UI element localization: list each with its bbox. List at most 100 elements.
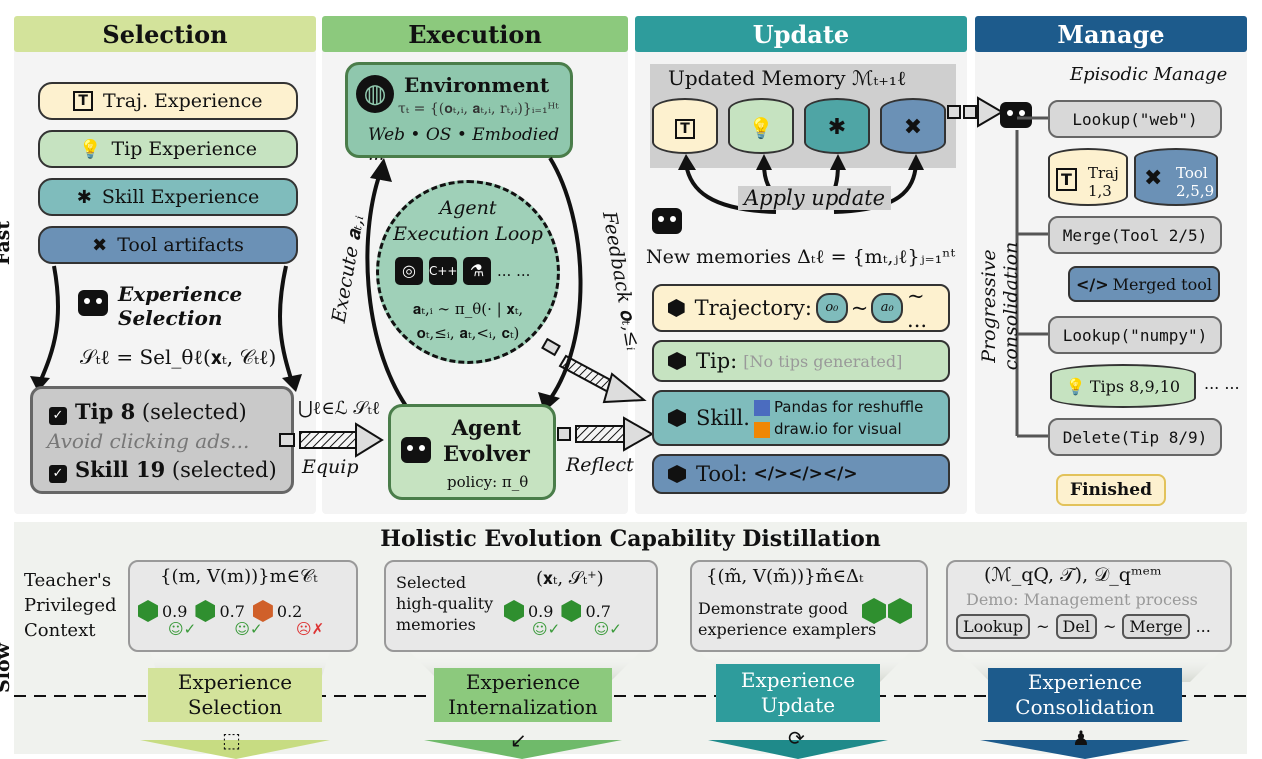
tip-note: [No tips generated] (743, 351, 903, 371)
environment-formula: τₜ = {(𝐨ₜ,ᵢ, 𝐚ₜ,ᵢ, rₜ,ᵢ)}ᵢ₌₁ᴴᵗ (398, 101, 559, 117)
cube-icon (668, 409, 686, 427)
selected-hint: Avoid clicking ads... (47, 429, 250, 453)
cursor-select-icon: ⬚ (222, 728, 241, 752)
op-merge: Merge (1122, 614, 1190, 639)
text-t-icon: T (1056, 168, 1077, 191)
stack-tool-artifacts: ✖ Tool artifacts (38, 226, 298, 264)
selection-formula: 𝒮ₜℓ = Sel_θℓ(𝐱ₜ, 𝒞ₜℓ) (80, 345, 277, 369)
selection-header: Selection (14, 16, 316, 52)
tip-label: Tip: (696, 349, 738, 373)
union-label: ⋃ℓ∈ℒ 𝒮ₜℓ (298, 398, 381, 419)
execution-header: Execution (322, 16, 628, 52)
cube-icon (668, 299, 685, 317)
tools-icon: ✖ (1144, 166, 1163, 191)
b4-ops: Lookup~ Del~ Merge ... (956, 614, 1211, 639)
manage-step-delete: Delete(Tip 8/9) (1048, 418, 1222, 456)
b1-marks: ☺✓ ☺✓ ☹✗ (168, 620, 325, 638)
memory-cylinder-traj: T (652, 98, 718, 154)
equip-arrow (279, 422, 384, 458)
loop-dots: ... ... (497, 262, 531, 280)
flask-icon: ⚗ (463, 257, 491, 285)
loop-icons: ◎ C++ ⚗ ... ... (395, 257, 530, 285)
reflect-label: Reflect (566, 454, 634, 476)
finished-badge: Finished (1056, 474, 1166, 506)
policy-formula: 𝐚ₜ,ᵢ ∼ π_θ(· | 𝐱ₜ,𝐨ₜ,≤ᵢ, 𝐚ₜ,<ᵢ, 𝐜ₜ) (412, 300, 524, 342)
skill-item-2: draw.io for visual (773, 420, 902, 438)
lightbulb-icon: 💡 (1065, 376, 1086, 396)
checkbox-icon: ✓ (49, 407, 67, 425)
stack-label: Tip Experience (111, 138, 257, 160)
update-header: Update (635, 16, 967, 52)
experience-selection-title: Experience Selection (118, 282, 243, 330)
refresh-icon: ⟳ (788, 726, 805, 750)
new-memories-formula: New memories Δₜℓ = {mₜ,ⱼℓ}ⱼ₌₁ⁿᵗ (646, 246, 956, 268)
puzzle-icon: ✱ (827, 115, 847, 140)
cube-green-icon (138, 600, 158, 622)
op-lookup: Lookup (956, 614, 1031, 639)
stack-label: Traj. Experience (102, 90, 263, 112)
manage-step-merge: Merge(Tool 2/5) (1048, 216, 1222, 254)
b4-demo: Demo: Management process (966, 590, 1198, 609)
update-row-skill: Skill. Pandas for reshuffle draw.io for … (652, 390, 950, 446)
memory-cylinder-skill: ✱ (804, 98, 870, 154)
manage-step-lookup-web: Lookup("web") (1048, 100, 1222, 138)
skill-label: Skill. (696, 406, 750, 430)
environment-title: Environment (404, 73, 550, 97)
update-row-tool: Tool: </></></> (652, 454, 950, 494)
merged-tool-box: </>Merged tool (1068, 266, 1220, 302)
code-icon: </> (1075, 274, 1109, 294)
evolver-policy: policy: π_θ (447, 473, 529, 491)
cube-orange-icon (252, 600, 273, 622)
globe-icon: ◍ (356, 75, 394, 113)
memory-to-manage-arrow (947, 96, 1004, 128)
environment-box: ◍ Environment τₜ = {(𝐨ₜ,ᵢ, 𝐚ₜ,ᵢ, rₜ,ᵢ)}ᵢ… (345, 62, 573, 165)
cube-green-icon (862, 598, 886, 624)
selected-skill-row: ✓Skill 19 (selected) (49, 457, 277, 483)
episodic-manage-label: Episodic Manage (1070, 64, 1228, 85)
b2-marks: ☺✓ ☺✓ (532, 620, 622, 638)
robot-icon (1000, 102, 1032, 128)
cube-green-icon (504, 600, 524, 622)
b2-scores: 0.9 0.7 (504, 600, 611, 622)
manage-tips-cylinder: 💡Tips 8,9,10 (1050, 364, 1196, 408)
lightbulb-icon: 💡 (79, 138, 102, 160)
terminal-icon: C++ (429, 257, 458, 285)
update-row-trajectory: Trajectory: o₀ ~ a₀ ~ ... (652, 284, 950, 332)
obs-node: o₀ (815, 293, 848, 323)
stack-traj-experience: T Traj. Experience (38, 82, 298, 120)
stack-label: Tool artifacts (117, 234, 244, 256)
progressive-consolidation-label: Progressive consolidation (978, 241, 1022, 371)
apply-update-label: Apply update (738, 186, 892, 210)
environment-domains: Web • OS • Embodied ... (368, 125, 560, 165)
robot-icon (401, 437, 431, 463)
op-del: Del (1055, 614, 1097, 639)
pandas-icon (753, 399, 770, 416)
cube-green-icon (561, 600, 582, 622)
skill-item-1: Pandas for reshuffle (773, 398, 924, 416)
drawio-icon (753, 421, 770, 438)
feedback-hatched-arrow (541, 338, 647, 404)
selected-tip-row: ✓Tip 8 (selected) (49, 399, 247, 425)
equip-label: Equip (302, 456, 359, 478)
memory-cylinder-tip: 💡 (728, 98, 794, 154)
manage-header: Manage (975, 16, 1247, 52)
reflect-arrow (557, 416, 655, 452)
manage-tree-lines (1015, 116, 1049, 438)
b3-formula: {(m̃, V(m̃))}m̃∈Δₜ (706, 566, 864, 587)
update-row-tip: Tip: [No tips generated] (652, 340, 950, 382)
stack-skill-experience: ✱ Skill Experience (38, 178, 298, 216)
tools-icon: ✖ (92, 234, 108, 256)
cube-icon (668, 465, 686, 483)
